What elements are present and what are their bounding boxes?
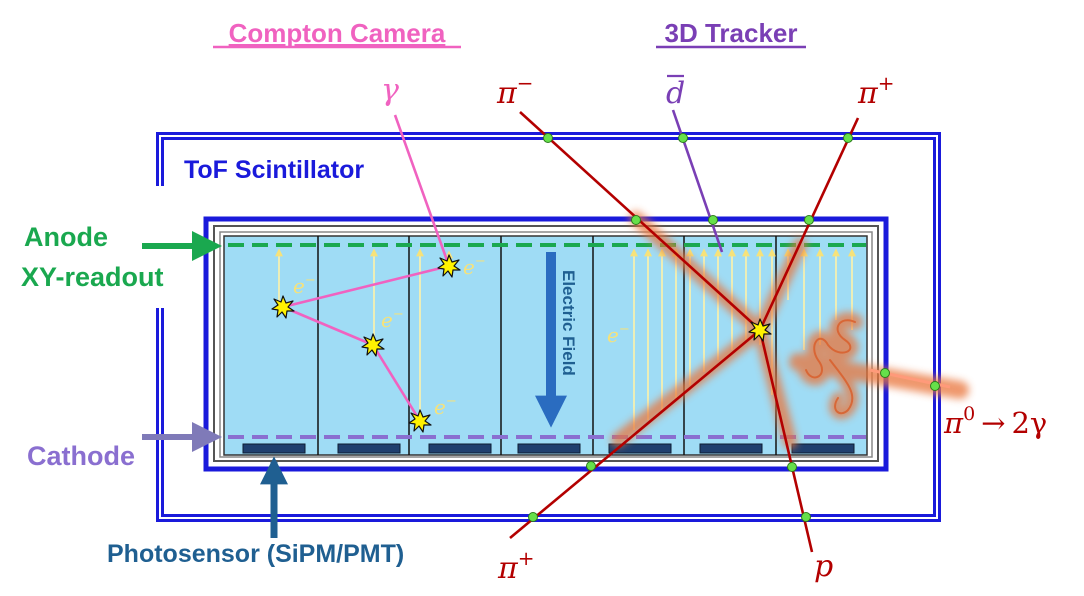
xy-readout-label: XY-readout <box>21 262 164 292</box>
photosensor-array <box>242 443 855 454</box>
proton-label: p <box>814 549 833 584</box>
svg-text:d: d <box>666 76 685 111</box>
pi0-decay-label: π0→2γ <box>943 403 1047 440</box>
tof-scintillator-label: ToF Scintillator <box>184 156 364 184</box>
drift-electrons-compton <box>275 248 453 418</box>
interaction-stars <box>271 254 772 433</box>
tracker-hits <box>528 133 940 522</box>
cathode-label: Cathode <box>27 441 135 471</box>
compton-gamma-path <box>282 114 451 422</box>
pi-plus-bottom-label: π+ <box>497 546 534 586</box>
pi-plus-top-label: π+ <box>857 71 894 111</box>
ionization-core <box>805 319 856 415</box>
electric-field-label: Electric Field <box>559 270 578 376</box>
anode-label: Anode <box>24 222 108 252</box>
dbar-label: d <box>666 74 685 111</box>
tracker-title: 3D Tracker <box>665 18 798 48</box>
segment-dividers <box>317 236 777 455</box>
gamma-label: γ <box>381 73 399 108</box>
photosensor-label: Photosensor (SiPM/PMT) <box>107 540 404 568</box>
tof-scintillator-frame-inner <box>159 135 938 519</box>
compton-camera-title: Compton Camera <box>229 18 446 48</box>
pi-minus-label: π− <box>496 71 533 111</box>
